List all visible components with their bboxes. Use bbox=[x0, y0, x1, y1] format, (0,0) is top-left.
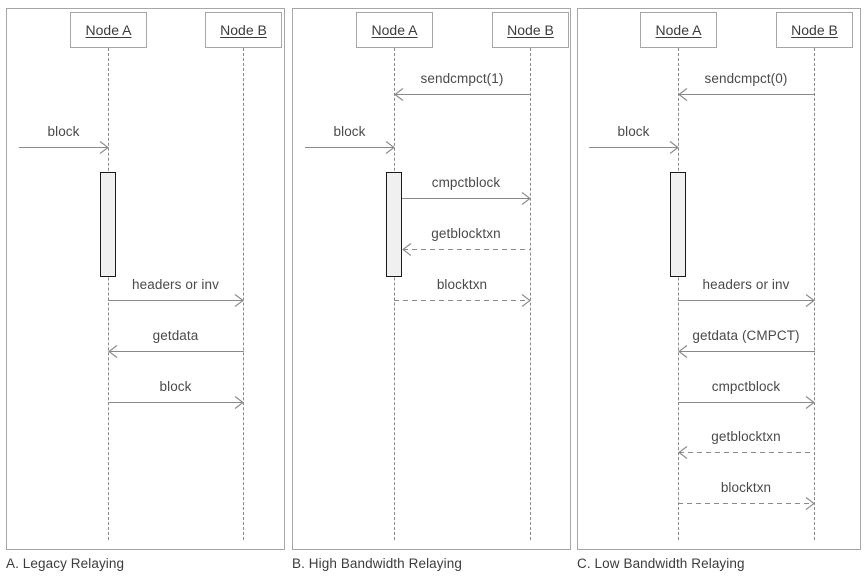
panel-b-node-a-lifeline bbox=[394, 48, 395, 540]
panel-c-message-label-headers-or-inv: headers or inv bbox=[702, 277, 790, 292]
panel-c-message-arrow-block-in bbox=[589, 141, 679, 154]
panel-b-message-arrow-getblocktxn bbox=[402, 243, 531, 256]
panel-b-message-label-blocktxn: blocktxn bbox=[436, 277, 488, 292]
panel-c-message-arrow-sendcmpct bbox=[678, 88, 815, 101]
panel-a-node-b-label: Node B bbox=[220, 22, 267, 38]
panel-a-message-label-block-out: block bbox=[159, 379, 192, 394]
panel-c-message-arrow-blocktxn bbox=[678, 497, 815, 510]
panel-b-message-arrow-block-in bbox=[305, 141, 395, 154]
panel-a-node-a-box: Node A bbox=[70, 12, 147, 48]
panel-b-node-b-label: Node B bbox=[507, 22, 554, 38]
panel-c-node-b-label: Node B bbox=[791, 22, 838, 38]
panel-a-node-b-lifeline bbox=[243, 48, 244, 540]
panel-a-message-arrow-getdata bbox=[108, 345, 244, 358]
panel-b-activation-bar bbox=[386, 172, 402, 277]
panel-b-message-label-getblocktxn: getblocktxn bbox=[431, 226, 501, 241]
panel-c-message-label-sendcmpct: sendcmpct(0) bbox=[704, 71, 788, 86]
panel-c-node-a-lifeline bbox=[678, 48, 679, 540]
panel-b-message-label-block-in: block bbox=[333, 124, 366, 139]
panel-a-message-arrow-block-in bbox=[19, 141, 109, 154]
panel-a-message-arrow-headers-or-inv bbox=[108, 294, 244, 307]
panel-a-message-label-getdata: getdata bbox=[152, 328, 199, 343]
panel-b-high-bandwidth-relaying bbox=[292, 8, 571, 550]
panel-a-caption: A. Legacy Relaying bbox=[6, 556, 125, 571]
panel-c-message-arrow-getblocktxn bbox=[678, 446, 815, 459]
panel-c-low-bandwidth-relaying bbox=[577, 8, 861, 550]
panel-b-caption: B. High Bandwidth Relaying bbox=[292, 556, 462, 571]
panel-c-message-label-getblocktxn: getblocktxn bbox=[711, 429, 781, 444]
panel-b-message-arrow-sendcmpct bbox=[394, 88, 531, 101]
panel-a-node-a-label: Node A bbox=[85, 22, 132, 38]
panel-a-legacy-relaying bbox=[6, 8, 285, 550]
panel-c-message-label-blocktxn: blocktxn bbox=[720, 480, 772, 495]
panel-c-message-arrow-headers-or-inv bbox=[678, 294, 815, 307]
panel-c-message-label-block-in: block bbox=[617, 124, 650, 139]
panel-b-node-b-lifeline bbox=[530, 48, 531, 540]
panel-a-message-arrow-block-out bbox=[108, 396, 244, 409]
panel-a-activation-bar bbox=[100, 172, 116, 277]
panel-b-node-a-label: Node A bbox=[371, 22, 418, 38]
panel-b-message-label-cmpctblock: cmpctblock bbox=[431, 175, 501, 190]
panel-c-node-a-label: Node A bbox=[655, 22, 702, 38]
panel-c-caption: C. Low Bandwidth Relaying bbox=[577, 556, 745, 571]
panel-c-activation-bar bbox=[670, 172, 686, 277]
panel-a-message-label-headers-or-inv: headers or inv bbox=[132, 277, 219, 292]
panel-b-node-b-box: Node B bbox=[492, 12, 569, 48]
panel-c-node-b-box: Node B bbox=[776, 12, 853, 48]
panel-c-node-a-box: Node A bbox=[640, 12, 717, 48]
panel-c-message-arrow-getdata-cmpct bbox=[678, 345, 815, 358]
panel-b-node-a-box: Node A bbox=[356, 12, 433, 48]
panel-a-message-label-block-in: block bbox=[47, 124, 80, 139]
panel-c-message-label-cmpctblock: cmpctblock bbox=[711, 379, 781, 394]
panel-c-node-b-lifeline bbox=[814, 48, 815, 540]
panel-b-message-label-sendcmpct: sendcmpct(1) bbox=[420, 71, 504, 86]
panel-b-message-arrow-cmpctblock bbox=[402, 192, 531, 205]
panel-c-message-arrow-cmpctblock bbox=[678, 396, 815, 409]
panel-a-node-b-box: Node B bbox=[205, 12, 282, 48]
panel-c-message-label-getdata-cmpct: getdata (CMPCT) bbox=[692, 328, 800, 343]
panel-b-message-arrow-blocktxn bbox=[394, 294, 531, 307]
panel-a-node-a-lifeline bbox=[108, 48, 109, 540]
